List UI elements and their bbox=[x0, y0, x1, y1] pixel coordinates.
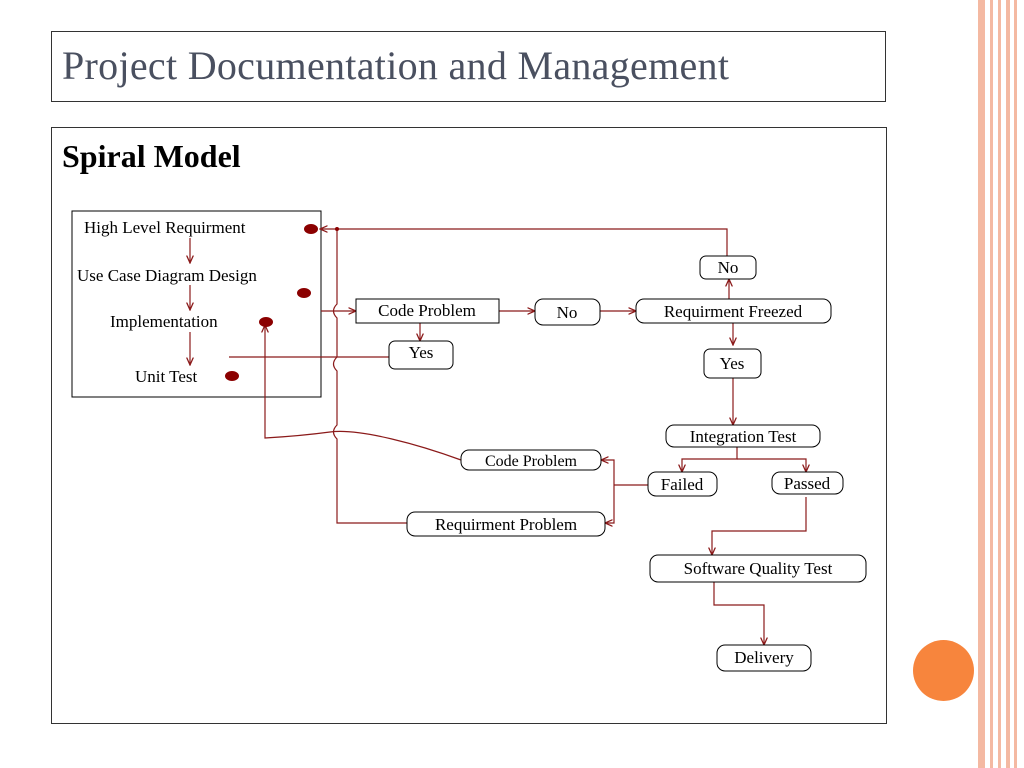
dot-use-case bbox=[297, 288, 311, 298]
arrow-no-top-to-high-level bbox=[320, 229, 728, 256]
node-box-req-problem bbox=[406, 511, 606, 537]
phase-box bbox=[71, 210, 322, 398]
label-high-level: High Level Requirment bbox=[84, 218, 246, 237]
node-box-sqt bbox=[649, 554, 867, 583]
node-box-yes-left bbox=[388, 340, 454, 370]
node-box-code-problem-bottom bbox=[460, 449, 602, 471]
label-delivery: Delivery bbox=[734, 648, 794, 667]
arrow-failed-to-req-problem bbox=[605, 485, 615, 523]
label-integration: Integration Test bbox=[690, 427, 797, 446]
node-box-passed bbox=[771, 471, 844, 495]
dot-junction bbox=[335, 227, 339, 231]
orange-circle bbox=[913, 640, 974, 701]
arrow-integration-to-passed bbox=[737, 458, 806, 472]
decorative-stripe-4 bbox=[1006, 0, 1010, 768]
label-no-mid: No bbox=[557, 303, 578, 322]
label-implementation: Implementation bbox=[110, 312, 218, 331]
label-sqt: Software Quality Test bbox=[684, 559, 833, 578]
decorative-stripe-3 bbox=[998, 0, 1001, 768]
arrow-sqt-to-delivery bbox=[713, 582, 764, 645]
arrow-passed-to-sqt bbox=[712, 497, 807, 555]
label-req-problem: Requirment Problem bbox=[435, 515, 577, 534]
decorative-stripe-2 bbox=[990, 0, 993, 768]
arrow-code-problem-to-implementation bbox=[265, 325, 462, 461]
content-box: Spiral Model bbox=[51, 127, 887, 724]
slide-title: Project Documentation and Management bbox=[62, 43, 730, 88]
node-box-req-freezed bbox=[635, 298, 832, 324]
dot-implementation bbox=[259, 317, 273, 327]
arrow-failed-to-code-problem bbox=[601, 460, 615, 485]
dot-high-level bbox=[304, 224, 318, 234]
label-req-freezed: Requirment Freezed bbox=[664, 302, 803, 321]
slide-subtitle: Spiral Model bbox=[62, 138, 241, 174]
label-yes-left: Yes bbox=[409, 343, 434, 362]
node-box-no-mid bbox=[534, 298, 601, 326]
node-box-integration bbox=[665, 424, 821, 448]
arrow-integration-to-failed bbox=[682, 447, 738, 472]
label-yes-right: Yes bbox=[720, 354, 745, 373]
spiral-loop-line bbox=[332, 229, 407, 524]
node-box-code-problem-top bbox=[355, 298, 500, 324]
decorative-stripe-5 bbox=[1014, 0, 1017, 768]
title-box: Project Documentation and Management bbox=[51, 31, 886, 102]
node-box-delivery bbox=[716, 644, 812, 672]
dot-unit-test bbox=[225, 371, 239, 381]
label-code-problem-top: Code Problem bbox=[378, 301, 476, 320]
node-box-no-top bbox=[699, 255, 757, 280]
node-box-failed bbox=[647, 471, 718, 497]
label-failed: Failed bbox=[661, 475, 704, 494]
label-unit-test: Unit Test bbox=[135, 367, 198, 386]
node-box-yes-right bbox=[703, 348, 762, 379]
decorative-stripe-1 bbox=[978, 0, 985, 768]
label-passed: Passed bbox=[784, 474, 831, 493]
label-use-case: Use Case Diagram Design bbox=[77, 266, 257, 285]
label-code-problem-bottom: Code Problem bbox=[485, 453, 578, 470]
label-no-top: No bbox=[718, 258, 739, 277]
